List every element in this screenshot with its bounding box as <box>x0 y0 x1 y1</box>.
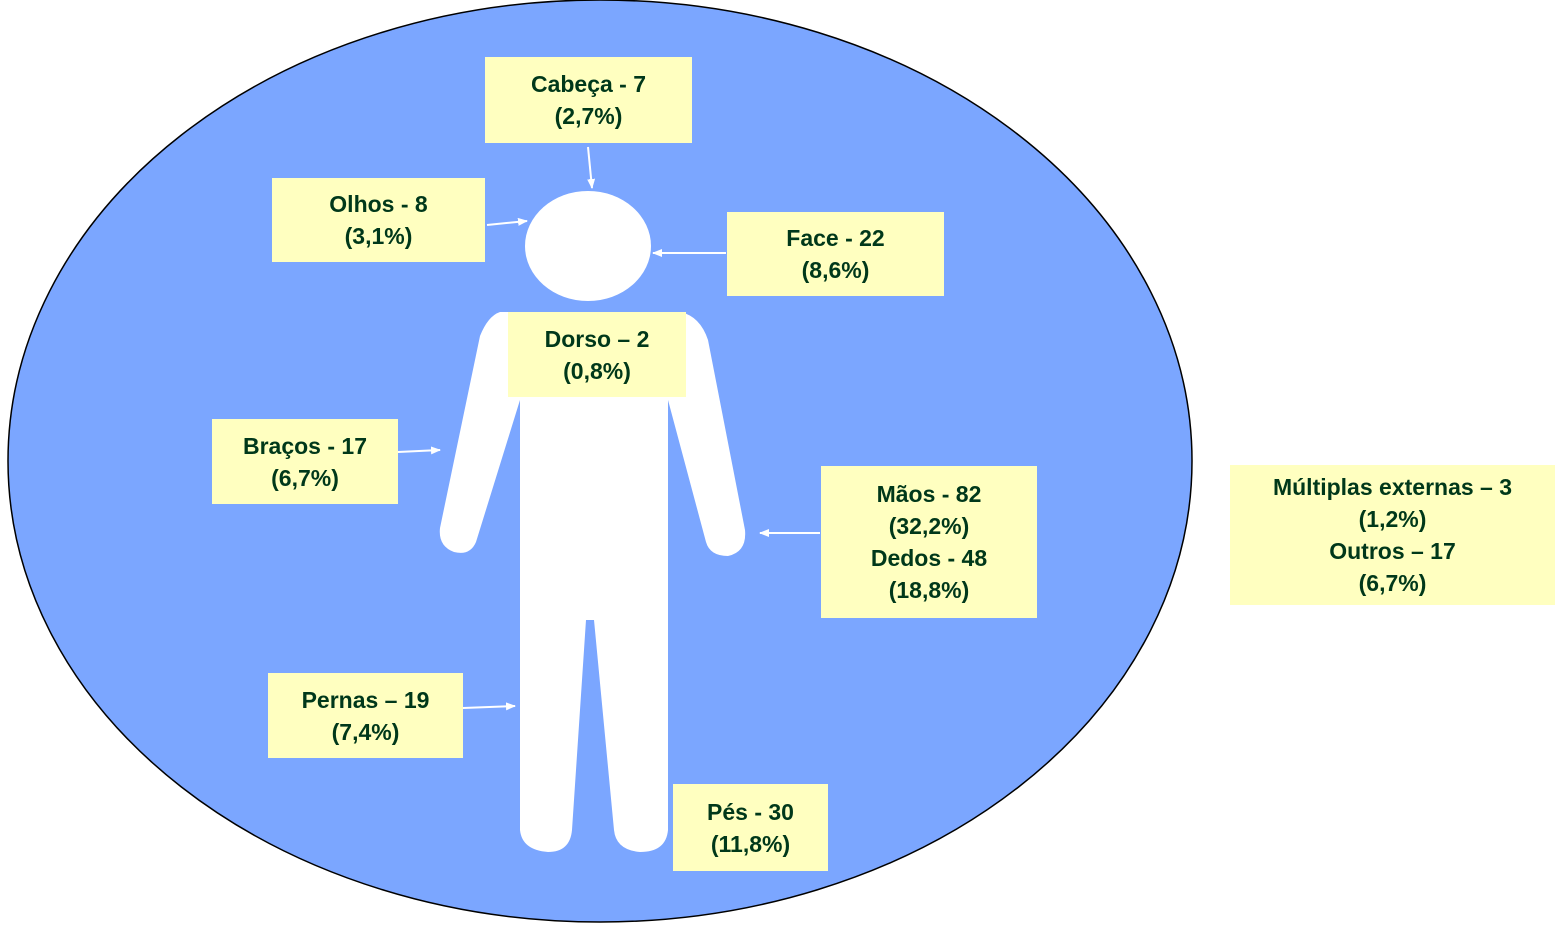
label-bracos-percent: (6,7%) <box>271 464 339 491</box>
label-cabeca-count: Cabeça - 7 <box>530 71 647 97</box>
arrow-bracos <box>397 446 441 455</box>
label-olhos: Olhos - 8 (3,1%) <box>272 178 485 262</box>
label-outros-count: Outros – 17 <box>1329 538 1456 564</box>
label-multiplas-count: Múltiplas externas – 3 <box>1272 474 1513 500</box>
figure-body <box>439 312 746 852</box>
label-dorso-count: Dorso – 2 <box>544 325 650 352</box>
human-figure <box>439 191 746 852</box>
label-pernas-percent: (7,4%) <box>331 718 400 745</box>
label-dorso: Dorso – 2 (0,8%) <box>508 312 686 397</box>
label-dedos-count: Dedos - 48 <box>870 545 988 571</box>
label-pernas-count: Pernas – 19 <box>301 686 430 713</box>
label-face-count: Face - 22 <box>786 225 885 251</box>
label-maos: Mãos - 82 (32,2%) Dedos - 48 (18,8%) <box>821 466 1037 618</box>
arrow-pernas <box>462 702 516 711</box>
label-pernas: Pernas – 19 (7,4%) <box>268 673 463 758</box>
label-bracos: Braços - 17 (6,7%) <box>212 419 398 504</box>
label-pes: Pés - 30 (11,8%) <box>673 784 828 871</box>
label-outros-percent: (6,7%) <box>1358 570 1427 596</box>
label-face: Face - 22 (8,6%) <box>727 212 944 296</box>
arrows <box>397 146 820 711</box>
label-pes-count: Pés - 30 <box>707 798 794 825</box>
label-pes-percent: (11,8%) <box>710 830 791 857</box>
label-multiplas-percent: (1,2%) <box>1358 506 1427 532</box>
label-cabeca-percent: (2,7%) <box>554 103 623 129</box>
label-olhos-percent: (3,1%) <box>344 223 413 249</box>
label-maos-percent: (32,2%) <box>888 513 970 539</box>
label-face-percent: (8,6%) <box>801 257 870 283</box>
figure-head <box>525 191 651 301</box>
label-olhos-count: Olhos - 8 <box>329 191 428 217</box>
label-cabeca: Cabeça - 7 (2,7%) <box>485 57 692 143</box>
label-maos-count: Mãos - 82 <box>876 481 982 507</box>
label-dorso-percent: (0,8%) <box>563 357 631 384</box>
arrow-olhos <box>486 217 528 226</box>
label-outros: Múltiplas externas – 3 (1,2%) Outros – 1… <box>1230 465 1555 605</box>
arrow-cabeca <box>587 146 596 189</box>
label-bracos-count: Braços - 17 <box>242 432 367 459</box>
label-dedos-percent: (18,8%) <box>888 577 970 603</box>
